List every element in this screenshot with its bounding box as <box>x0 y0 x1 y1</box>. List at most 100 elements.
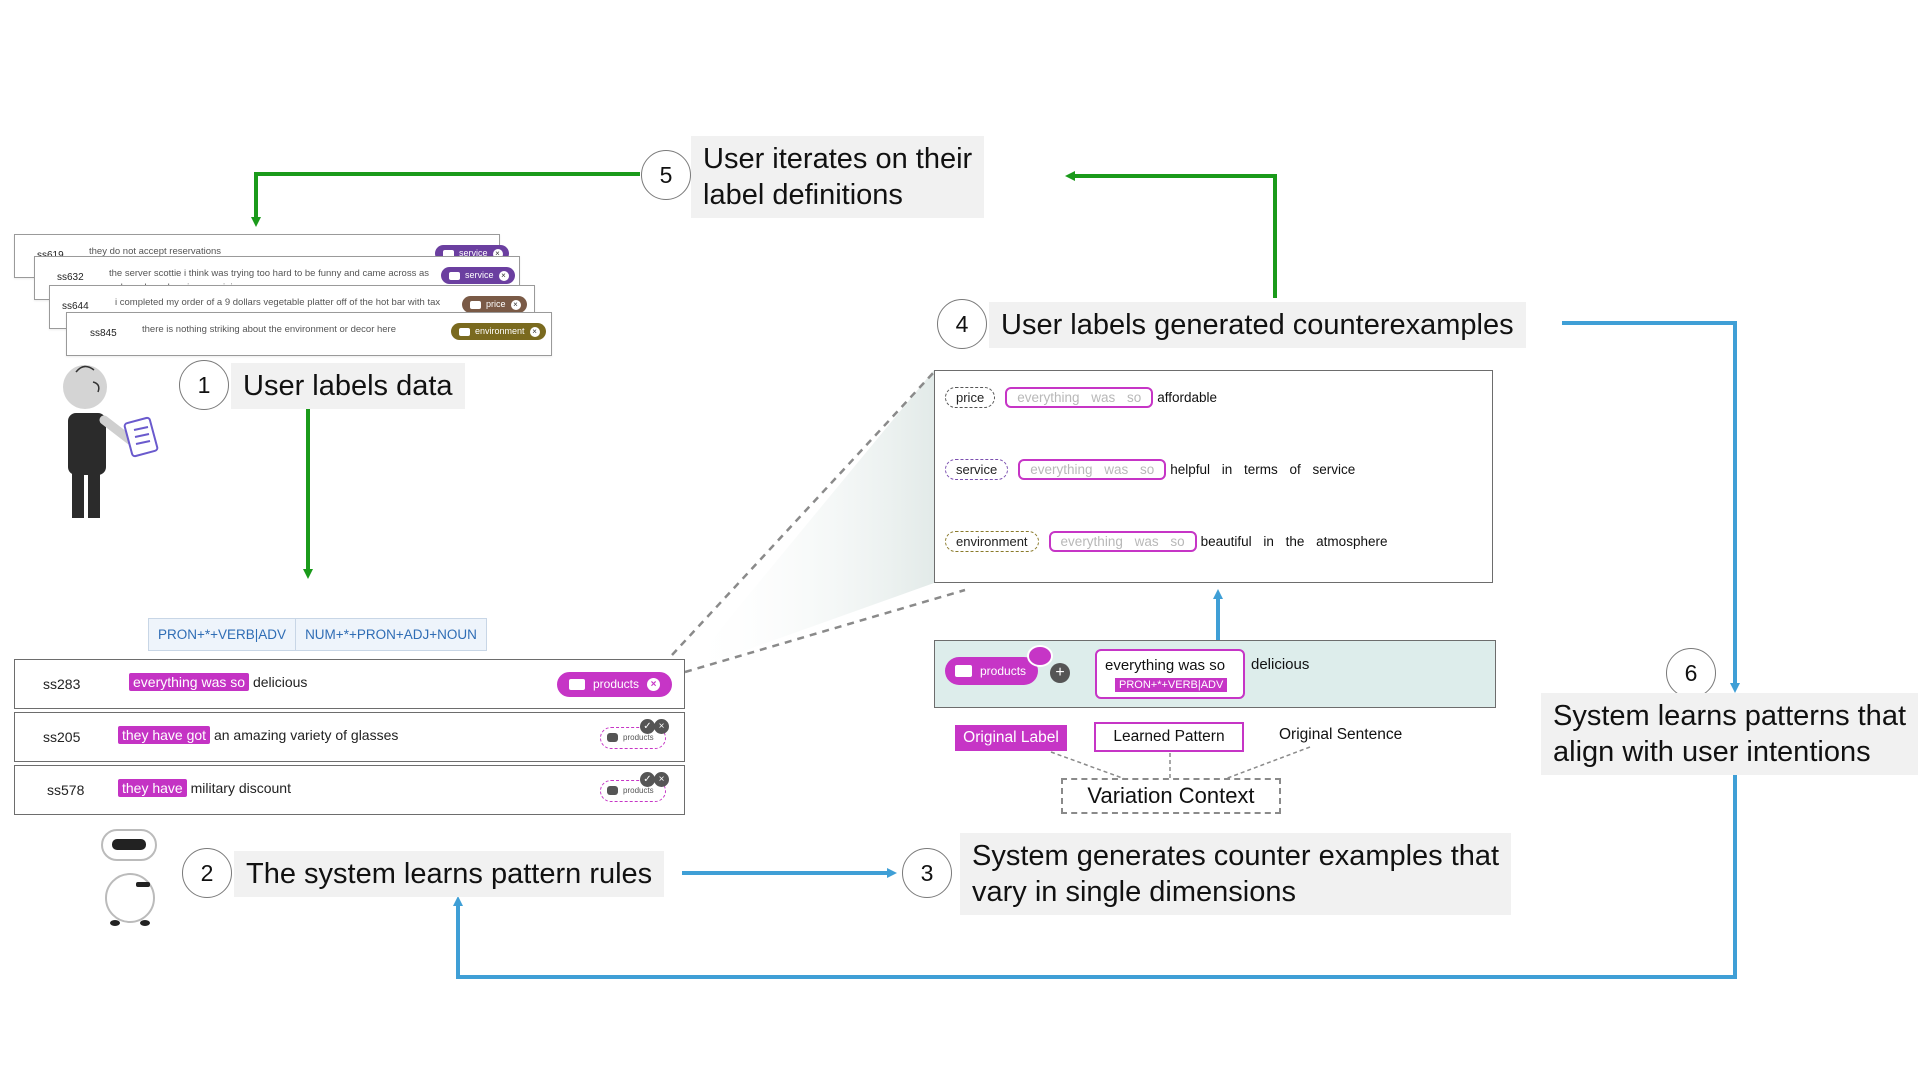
original-label-legend: Original Label <box>955 725 1067 751</box>
robot-illustration <box>101 829 157 926</box>
zoom-wedge <box>685 370 934 672</box>
original-label-text: products <box>980 664 1027 678</box>
counterexample-row-environment[interactable]: environment everything was so beautiful … <box>945 529 1387 553</box>
counterexample-label[interactable]: service <box>945 458 1009 480</box>
close-icon[interactable]: × <box>510 299 521 310</box>
row-rest-text: delicious <box>252 674 308 690</box>
step-label-5: User iterates on their label definitions <box>691 136 985 218</box>
original-sentence-legend: Original Sentence <box>1279 726 1403 743</box>
card-label-tag[interactable]: price × <box>462 296 527 313</box>
zoom-line-bottom <box>684 588 966 674</box>
pattern-tabs: PRON+*+VERB|ADV NUM+*+PRON+ADJ+NOUN <box>148 618 487 651</box>
arrow-step6-to-step2 <box>453 774 1737 979</box>
robot-icon <box>607 733 618 742</box>
card-label-tag[interactable]: environment × <box>451 323 546 340</box>
learned-pattern-box: everything was so PRON+*+VERB|ADV <box>1095 649 1245 699</box>
row-id: ss283 <box>43 676 81 692</box>
close-icon[interactable]: × <box>529 326 540 337</box>
robot-icon <box>1027 645 1053 667</box>
step-label-6: System learns patterns that align with u… <box>1541 693 1918 775</box>
step-number-5: 5 <box>641 150 691 200</box>
pattern-tab-2[interactable]: NUM+*+PRON+ADJ+NOUN <box>305 627 477 642</box>
arrow-step4-to-step6 <box>1562 321 1740 693</box>
row-text: they have got an amazing variety of glas… <box>118 726 399 744</box>
suggested-label-text: products <box>623 733 654 742</box>
variation-context-box: Variation Context <box>1061 778 1281 814</box>
row-text: everything was so delicious <box>129 673 308 691</box>
row-id: ss205 <box>43 729 81 745</box>
ctx-line-sentence <box>1224 746 1311 780</box>
labeled-card-ss845[interactable]: ss845 there is nothing striking about th… <box>66 312 552 356</box>
row-rest-text: an amazing variety of glasses <box>213 727 399 743</box>
tag-icon <box>459 327 470 336</box>
card-label-text: service <box>465 270 494 280</box>
suggested-label-tag[interactable]: products✓× <box>600 772 669 802</box>
counterexample-rest: helpful in terms of service <box>1170 461 1356 477</box>
suggested-label-tag[interactable]: products✓× <box>600 719 669 749</box>
original-sentence-rest: delicious <box>1251 656 1310 673</box>
sentence-row-ss283[interactable]: ss283 everything was so delicious produc… <box>14 659 685 709</box>
tag-icon <box>470 300 481 309</box>
accept-check-icon[interactable]: ✓ <box>640 772 655 787</box>
ctx-line-label <box>1050 751 1126 780</box>
variation-source-box: products + everything was so PRON+*+VERB… <box>934 640 1496 708</box>
card-id: ss845 <box>90 328 117 339</box>
row-id: ss578 <box>47 782 85 798</box>
tag-icon <box>443 249 454 258</box>
counterexample-label[interactable]: price <box>945 386 996 408</box>
pattern-text: everything was so <box>1105 657 1226 674</box>
card-id: ss619 <box>37 250 64 261</box>
step-number-4: 4 <box>937 299 987 349</box>
user-figure-illustration <box>63 365 159 518</box>
row-rest-text: military discount <box>190 780 291 796</box>
close-icon[interactable]: × <box>498 270 509 281</box>
step-label-4: User labels generated counterexamples <box>989 302 1526 348</box>
pattern-highlight: they have got <box>118 726 211 744</box>
card-label-text: price <box>486 299 506 309</box>
reject-close-icon[interactable]: × <box>654 772 669 787</box>
tag-icon <box>568 679 585 690</box>
counterexample-label[interactable]: environment <box>945 530 1039 552</box>
step-number-6: 6 <box>1666 648 1716 698</box>
counterexample-pattern: everything was so <box>1005 386 1154 408</box>
tag-icon <box>955 665 972 677</box>
card-label-text: service <box>459 248 488 258</box>
counterexamples-panel: price everything was so affordable servi… <box>934 370 1493 583</box>
step-number-1: 1 <box>179 360 229 410</box>
pattern-highlight: everything was so <box>129 673 250 691</box>
step-number-3: 3 <box>902 848 952 898</box>
robot-icon <box>607 786 618 795</box>
learned-pattern-legend: Learned Pattern <box>1094 722 1244 752</box>
close-icon[interactable]: × <box>492 248 503 259</box>
arrow-step5-to-cards <box>251 172 640 227</box>
counterexample-row-price[interactable]: price everything was so affordable <box>945 385 1217 409</box>
pattern-highlight: they have <box>118 779 187 797</box>
counterexample-rest: affordable <box>1157 389 1218 405</box>
card-label-text: environment <box>475 326 525 336</box>
pattern-tab-1[interactable]: PRON+*+VERB|ADV <box>149 619 297 650</box>
close-icon[interactable]: × <box>647 678 660 691</box>
step-label-2: The system learns pattern rules <box>234 851 665 897</box>
label-tag-products[interactable]: products × <box>556 672 672 697</box>
counterexample-pattern: everything was so <box>1048 530 1197 552</box>
reject-close-icon[interactable]: × <box>654 719 669 734</box>
card-text: they do not accept reservations <box>89 246 222 257</box>
step-label-3: System generates counter examples that v… <box>960 833 1512 915</box>
label-tag-text: products <box>592 677 639 691</box>
arrow-step4-to-step5 <box>1065 171 1277 298</box>
plus-icon[interactable]: + <box>1050 663 1070 683</box>
tag-icon <box>449 271 460 280</box>
suggested-label-text: products <box>623 786 654 795</box>
card-id: ss644 <box>62 301 89 312</box>
original-label-tag[interactable]: products <box>945 657 1039 685</box>
counterexample-rest: beautiful in the atmosphere <box>1200 533 1388 549</box>
pattern-rule: PRON+*+VERB|ADV <box>1115 678 1228 692</box>
row-text: they have military discount <box>118 779 291 797</box>
card-id: ss632 <box>57 272 84 283</box>
counterexample-row-service[interactable]: service everything was so helpful in ter… <box>945 457 1355 481</box>
card-label-tag[interactable]: service × <box>441 267 515 284</box>
card-text: there is nothing striking about the envi… <box>142 324 397 335</box>
accept-check-icon[interactable]: ✓ <box>640 719 655 734</box>
sentence-row-ss205[interactable]: ss205 they have got an amazing variety o… <box>14 712 685 762</box>
sentence-row-ss578[interactable]: ss578 they have military discount produc… <box>14 765 685 815</box>
